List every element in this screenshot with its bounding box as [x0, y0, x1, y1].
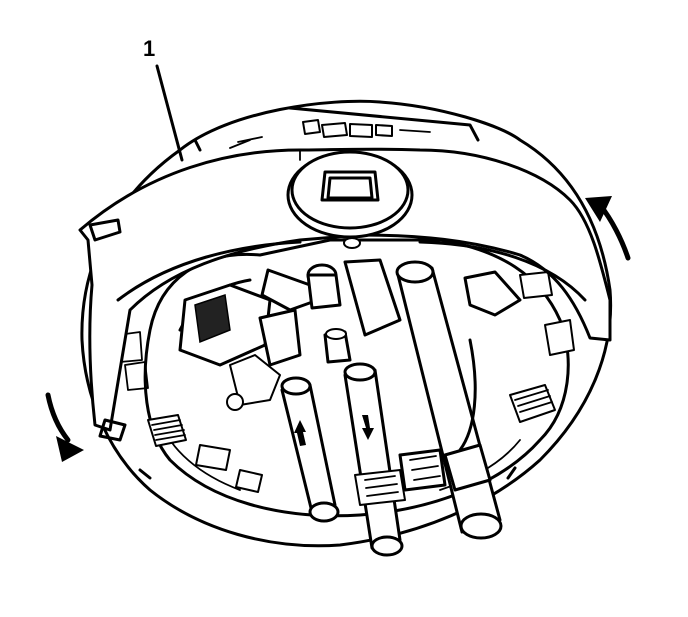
rotation-arrow-left — [45, 392, 84, 462]
lock-ring-tool — [78, 147, 612, 442]
callout-leader-line — [155, 64, 184, 162]
tool-center-socket — [286, 150, 414, 249]
callout-number-1: 1 — [143, 36, 156, 61]
rotation-arrow-right — [585, 196, 631, 261]
ring-slots-bottom — [117, 271, 575, 493]
ring-slots-top — [229, 119, 431, 149]
pump-module-interior — [178, 258, 522, 557]
